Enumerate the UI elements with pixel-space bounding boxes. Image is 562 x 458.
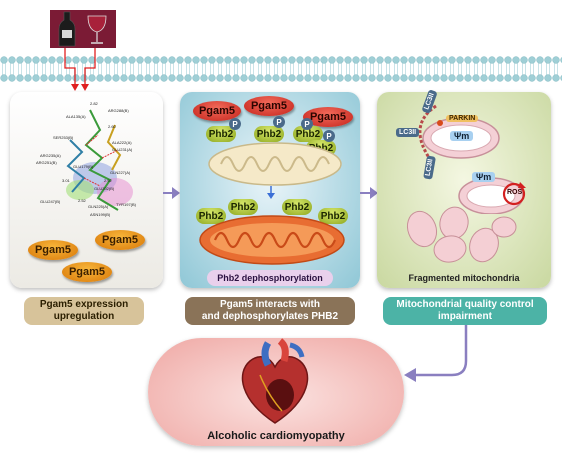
arrow-to-outcome <box>404 325 468 382</box>
heart-icon <box>241 338 309 424</box>
residue-label: GLU202(B) <box>94 186 115 191</box>
residue-label: ALA222(A) <box>112 140 132 145</box>
residue-label: ASN199(B) <box>90 212 111 217</box>
alcohol-arrows <box>64 48 96 91</box>
panel3-caption: Mitochondrial quality control impairment <box>383 297 547 325</box>
pgam5-oval: Pgam5 <box>244 96 294 116</box>
phosphate-icon: P <box>273 116 285 128</box>
residue-label: GLU247(B) <box>40 199 61 204</box>
phb2-dephosphorylated: Phb2 <box>228 199 258 215</box>
mitophagy-illustration <box>418 104 526 214</box>
residue-label: SER253(B) <box>53 135 74 140</box>
residue-label: ARG235(A) <box>40 153 61 158</box>
distance-label: 2.52 <box>78 198 86 203</box>
mitochondrion-icon <box>208 142 342 186</box>
residue-label: ALA135(A) <box>66 114 86 119</box>
phosphate-icon: P <box>323 130 335 142</box>
membrane-potential-label: Ψm <box>472 172 496 182</box>
residue-label: GLU179(B) <box>73 164 94 169</box>
lc3ii-label: LC3II <box>396 128 420 137</box>
alcohol-icon-box <box>50 10 116 48</box>
fragmented-mitochondria-icon <box>406 206 517 263</box>
wine-bottle-icon <box>58 11 107 47</box>
residue-label: GLN225(A) <box>88 204 109 209</box>
parkin-label: PARKIN <box>446 115 479 122</box>
docking-structure <box>66 109 133 211</box>
residue-label: GLU231(A) <box>112 147 133 152</box>
phb2-dephosphorylated: Phb2 <box>318 208 348 224</box>
panel1-caption: Pgam5 expression upregulation <box>24 297 144 325</box>
panel2-inner-label: Phb2 dephosphorylation <box>207 270 333 286</box>
phb2-dephosphorylated: Phb2 <box>282 199 312 215</box>
pgam5-oval: Pgam5 <box>193 101 241 121</box>
phb2-phosphorylated: Phb2 <box>206 126 236 142</box>
outcome-label: Alcoholic cardiomyopathy <box>207 430 345 442</box>
distance-label: 2.82 <box>90 101 98 106</box>
residue-label: TYR197(B) <box>116 202 137 207</box>
residue-label: ARG288(B) <box>108 108 129 113</box>
arrow-down-icon <box>267 186 275 199</box>
pgam5-oval: Pgam5 <box>95 230 145 250</box>
distance-label: 2.60 <box>108 124 116 129</box>
distance-label: 2.92 <box>104 178 112 183</box>
distance-label: 3.01 <box>62 178 70 183</box>
phosphate-icon: P <box>301 118 313 130</box>
panel3-inner-label: Fragmented mitochondria <box>408 273 520 283</box>
residue-label: ARG251(B) <box>36 160 57 165</box>
arrow-right-icon <box>360 187 378 199</box>
arrow-right-icon <box>163 187 180 199</box>
phb2-phosphorylated: Phb2 <box>254 126 284 142</box>
pgam5-oval: Pgam5 <box>303 107 353 127</box>
phb2-dephosphorylated: Phb2 <box>196 208 226 224</box>
residue-label: GLN227(A) <box>110 170 131 175</box>
cell-membrane <box>0 56 562 82</box>
pgam5-oval: Pgam5 <box>28 240 78 260</box>
phb2-phosphorylated: Phb2 <box>293 126 323 142</box>
membrane-potential-label: Ψm <box>450 131 474 141</box>
panel2-caption: Pgam5 interacts with and dephosphorylate… <box>185 297 355 325</box>
pgam5-oval: Pgam5 <box>62 262 112 282</box>
wine-glass-icon <box>87 15 107 44</box>
phosphate-icon: P <box>229 118 241 130</box>
ros-label: ROS <box>507 189 523 196</box>
mitochondrion-dephosphorylated-icon <box>199 215 345 265</box>
